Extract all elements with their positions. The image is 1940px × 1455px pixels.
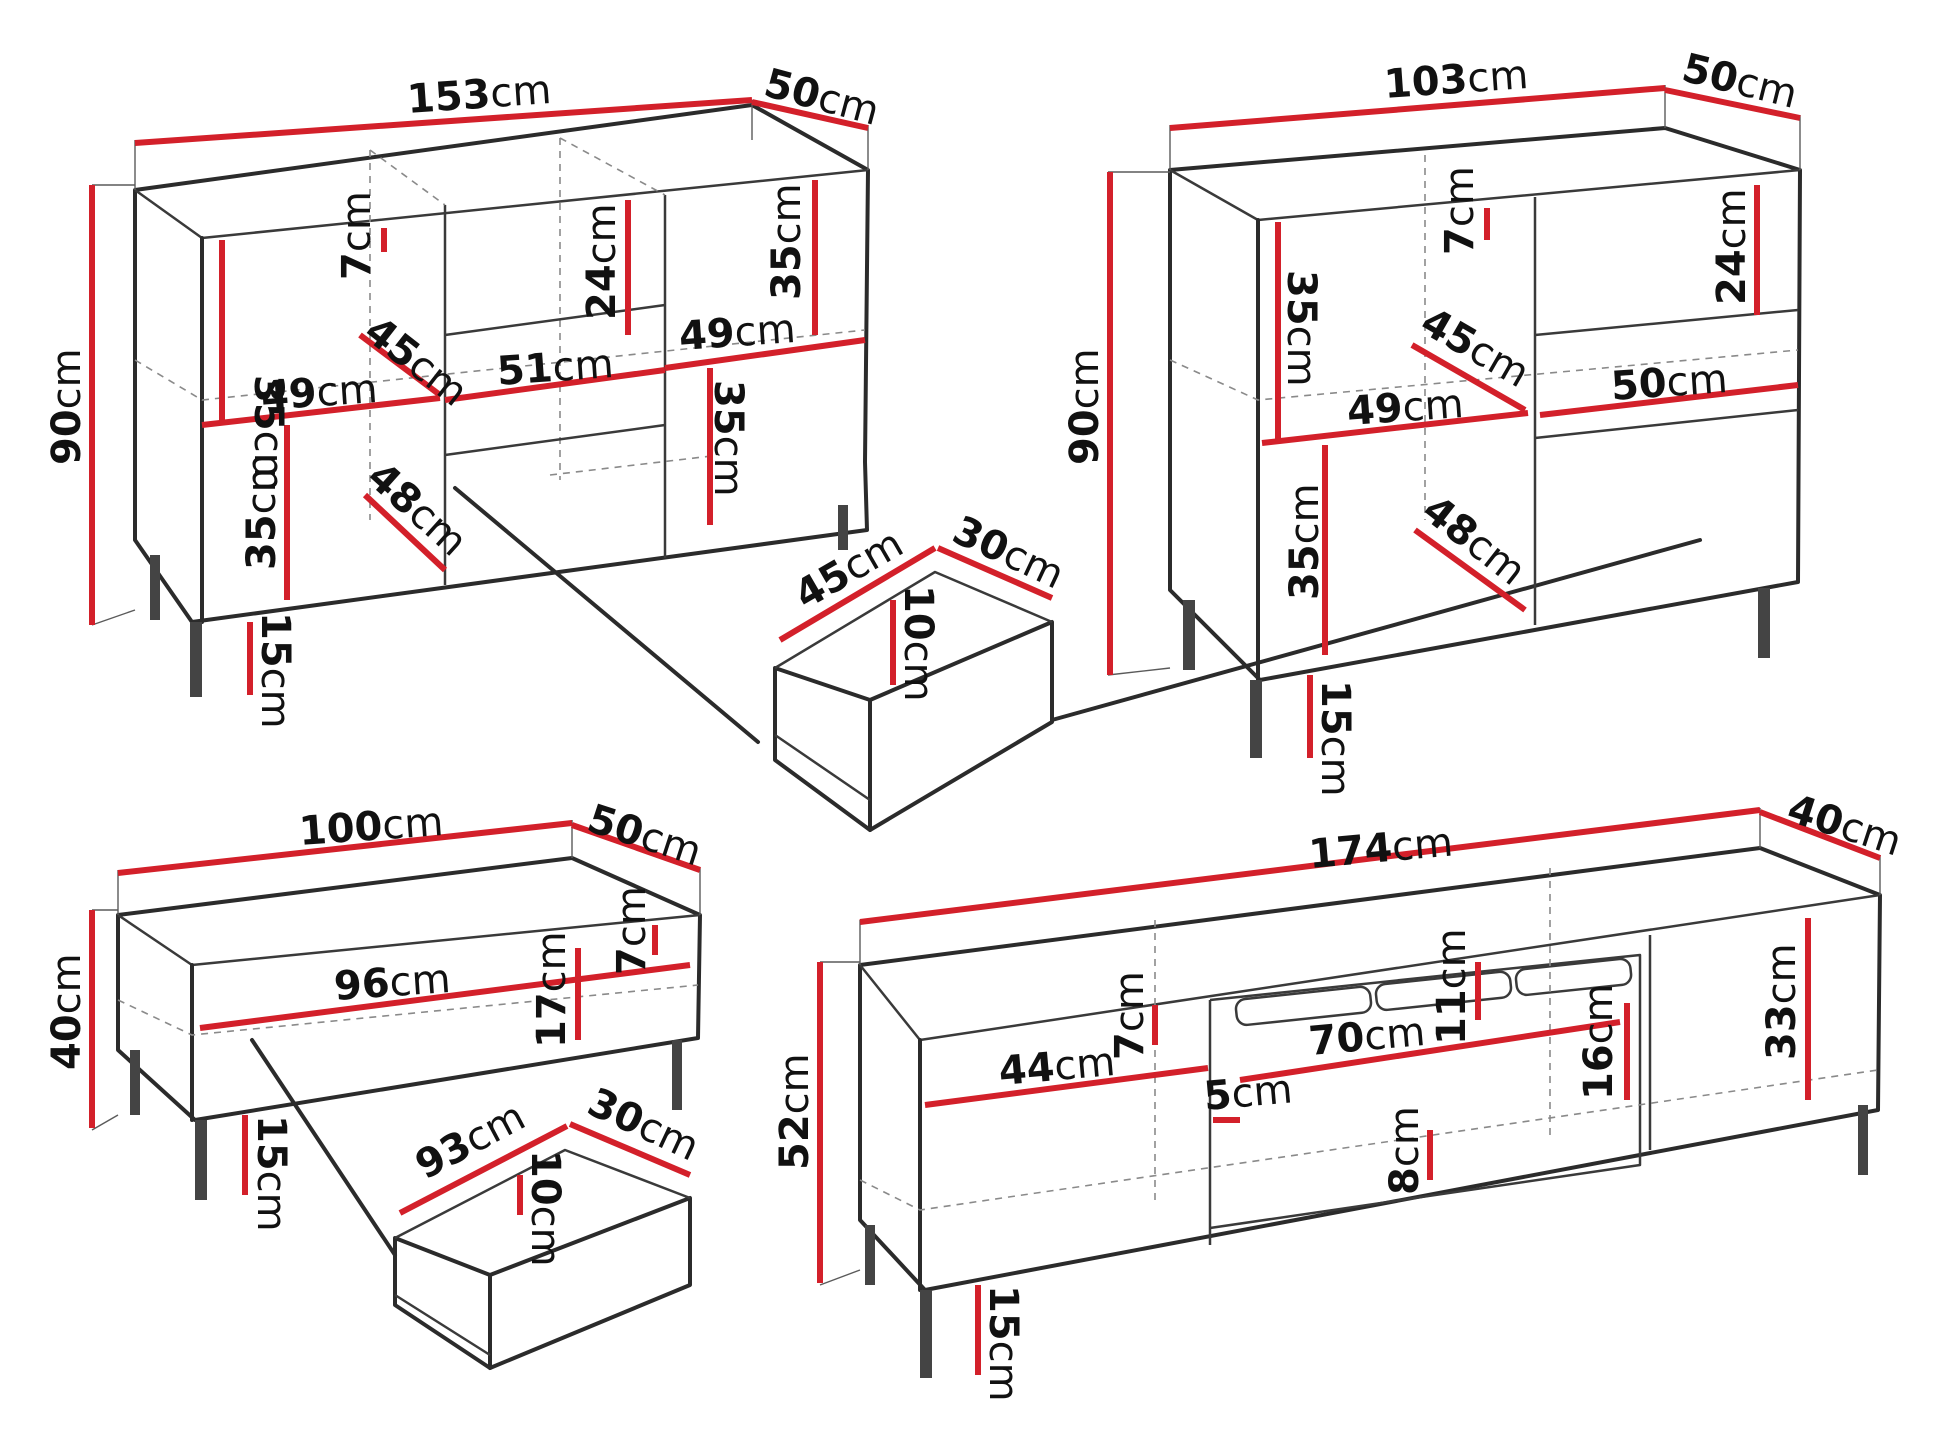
dim-line <box>1413 527 1527 613</box>
dim-line <box>1169 85 1666 131</box>
bench-100-labels: 100cm 50cm 40cm 7cm 96cm 17cm 15cm <box>44 796 707 1232</box>
dim-label: 33cm <box>1759 943 1805 1060</box>
dim-label: 49cm <box>259 366 379 420</box>
dim-label: 50cm <box>759 60 884 135</box>
dim-label: 5cm <box>1202 1066 1294 1120</box>
dim-label: 15cm <box>248 1115 294 1232</box>
dim-label: 153cm <box>405 67 552 123</box>
drawer-93-labels: 93cm 30cm 10cm <box>408 1079 706 1266</box>
dim-label: 15cm <box>980 1285 1026 1402</box>
dim-line <box>571 822 701 873</box>
dim-label: 24cm <box>579 203 625 320</box>
dim-label: 7cm <box>334 191 380 280</box>
dim-label: 35cm <box>245 375 291 492</box>
dim-label: 44cm <box>997 1039 1117 1095</box>
sideboard-103-labels: 103cm 50cm 90cm 7cm 24cm 35cm 45cm 50cm … <box>1062 45 1802 797</box>
dim-line <box>936 545 1054 601</box>
drawer-93-drawing <box>250 1038 692 1370</box>
dim-label: 49cm <box>1345 381 1465 435</box>
dim-label: 11cm <box>1429 928 1475 1045</box>
dim-line <box>444 367 666 403</box>
dim-line <box>924 1065 1209 1108</box>
dim-line <box>398 1123 569 1216</box>
dim-label: 7cm <box>1437 166 1483 255</box>
dim-label: 103cm <box>1382 52 1529 108</box>
tv-stand-174-drawing <box>817 807 1882 1378</box>
dim-label: 17cm <box>529 931 575 1048</box>
dim-line <box>358 332 442 398</box>
dim-line <box>568 1121 692 1178</box>
dim-label: 52cm <box>772 1053 818 1170</box>
dim-line <box>117 820 573 876</box>
dim-label: 35cm <box>764 183 810 300</box>
dim-label: 50cm <box>1609 356 1729 410</box>
drawer-45-drawing <box>453 486 1702 832</box>
dim-label: 40cm <box>44 953 90 1070</box>
dim-line <box>1410 342 1527 413</box>
dim-label: 70cm <box>1307 1009 1427 1065</box>
sideboard-103-drawing <box>1107 85 1802 758</box>
dim-line <box>1539 382 1799 418</box>
dim-line <box>859 807 1761 925</box>
dim-label: 7cm <box>1107 971 1153 1060</box>
dim-line <box>199 962 691 1031</box>
dim-line <box>134 97 753 146</box>
dim-label: 10cm <box>522 1150 568 1267</box>
dim-line <box>1664 87 1801 121</box>
sideboard-153-drawing <box>89 97 870 697</box>
dim-label: 174cm <box>1307 820 1455 878</box>
dim-label: 15cm <box>252 612 298 729</box>
dim-line <box>362 492 448 573</box>
dim-line <box>1261 410 1529 446</box>
dim-label: 51cm <box>495 341 615 395</box>
dim-line <box>778 545 937 643</box>
dim-label: 35cm <box>1278 270 1324 387</box>
dim-label: 16cm <box>1576 983 1622 1100</box>
dim-label: 35cm <box>1282 483 1328 600</box>
dim-line <box>751 99 869 131</box>
dim-label: 40cm <box>1782 786 1907 866</box>
dim-label: 90cm <box>44 348 90 465</box>
dim-label: 50cm <box>582 796 707 876</box>
dim-label: 24cm <box>1709 188 1755 305</box>
dim-line <box>1758 809 1882 861</box>
dim-label: 7cm <box>609 886 655 975</box>
sideboard-153-labels: 153cm 50cm 90cm 7cm 35cm 24cm 35cm 45cm … <box>44 60 884 728</box>
dim-label: 10cm <box>895 585 941 702</box>
dim-label: 100cm <box>297 799 444 855</box>
dim-label: 90cm <box>1062 348 1108 465</box>
dim-line <box>664 337 866 371</box>
dim-line <box>201 395 441 428</box>
dim-label: 48cm <box>358 453 475 565</box>
bench-100-drawing <box>89 820 702 1200</box>
dim-line <box>1239 1019 1621 1083</box>
dim-label: 35cm <box>239 453 285 570</box>
dim-label: 49cm <box>677 306 797 360</box>
dim-label: 96cm <box>332 956 452 1010</box>
dim-label: 35cm <box>705 380 751 497</box>
tv-stand-174-labels: 174cm 40cm 52cm 11cm 7cm 44cm 70cm 16cm … <box>772 786 1907 1402</box>
dim-label: 15cm <box>1312 680 1358 797</box>
dim-label: 8cm <box>1382 1106 1428 1195</box>
